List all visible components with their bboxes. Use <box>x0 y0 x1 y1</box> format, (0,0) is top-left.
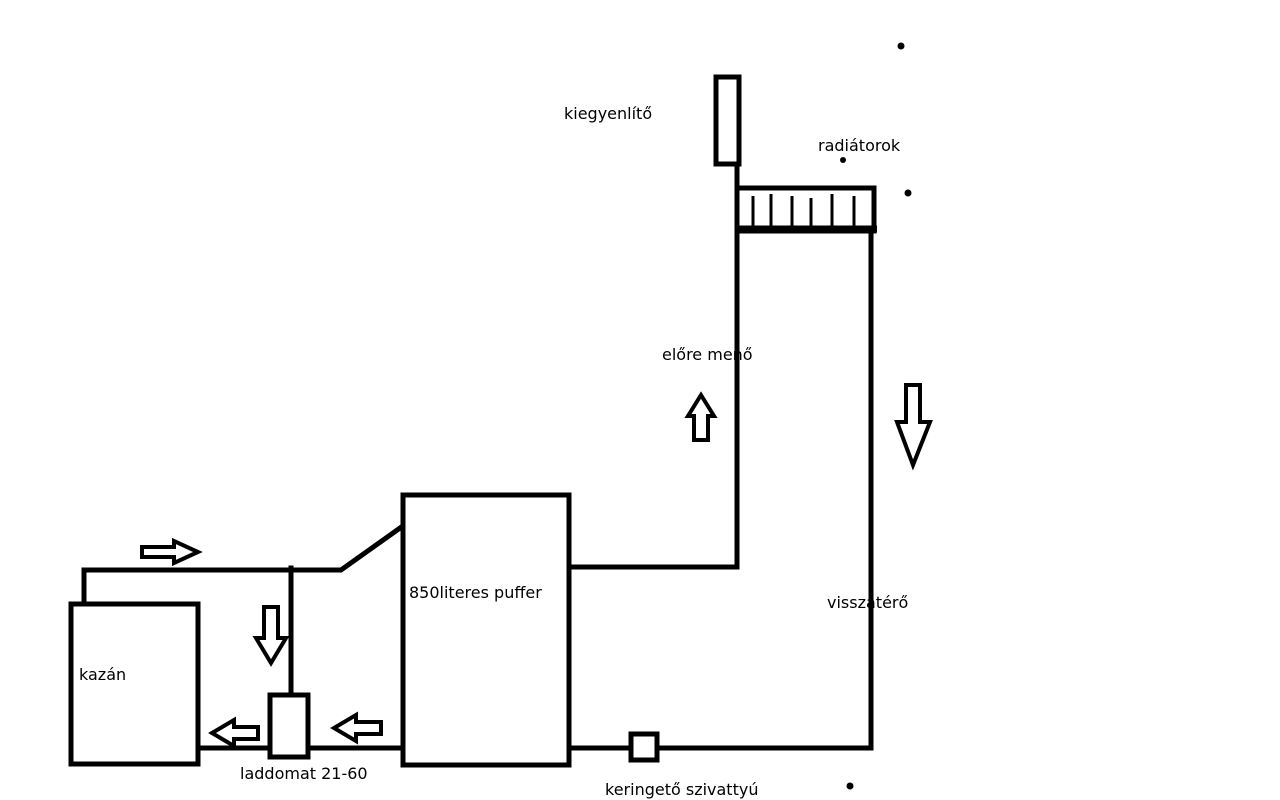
circulation-pump-box <box>628 731 660 763</box>
arrow-down-return <box>894 383 933 471</box>
arrow-up-supply <box>684 391 718 442</box>
stray-dot <box>904 189 912 197</box>
stray-dot <box>846 782 854 790</box>
arrow-left-boiler-return <box>208 716 260 750</box>
expansion-tank-label: kiegyenlítő <box>564 104 653 123</box>
arrow-right-supply <box>140 537 203 567</box>
arrow-left-buffer-return <box>330 711 383 745</box>
radiators-label: radiátorok <box>818 136 901 155</box>
boiler-supply-pipe <box>81 524 404 607</box>
return-pipe <box>566 227 874 751</box>
stray-dot <box>897 42 905 50</box>
return-label: visszatérő <box>827 593 909 612</box>
laddomat-box <box>267 692 311 760</box>
supply-pipe <box>566 223 740 570</box>
buffer-label: 850literes puffer <box>409 583 542 602</box>
boiler-box <box>68 601 201 767</box>
radiator <box>734 185 877 234</box>
supply-label: előre menő <box>662 345 753 364</box>
pump-label: keringető szivattyú <box>605 780 759 799</box>
arrow-down-bypass <box>252 605 290 667</box>
buffer-tank-box <box>400 492 572 768</box>
stray-dot <box>840 157 846 163</box>
laddomat-label: laddomat 21-60 <box>240 764 368 783</box>
boiler-label: kazán <box>79 665 127 684</box>
expansion-tank-box <box>713 74 742 167</box>
